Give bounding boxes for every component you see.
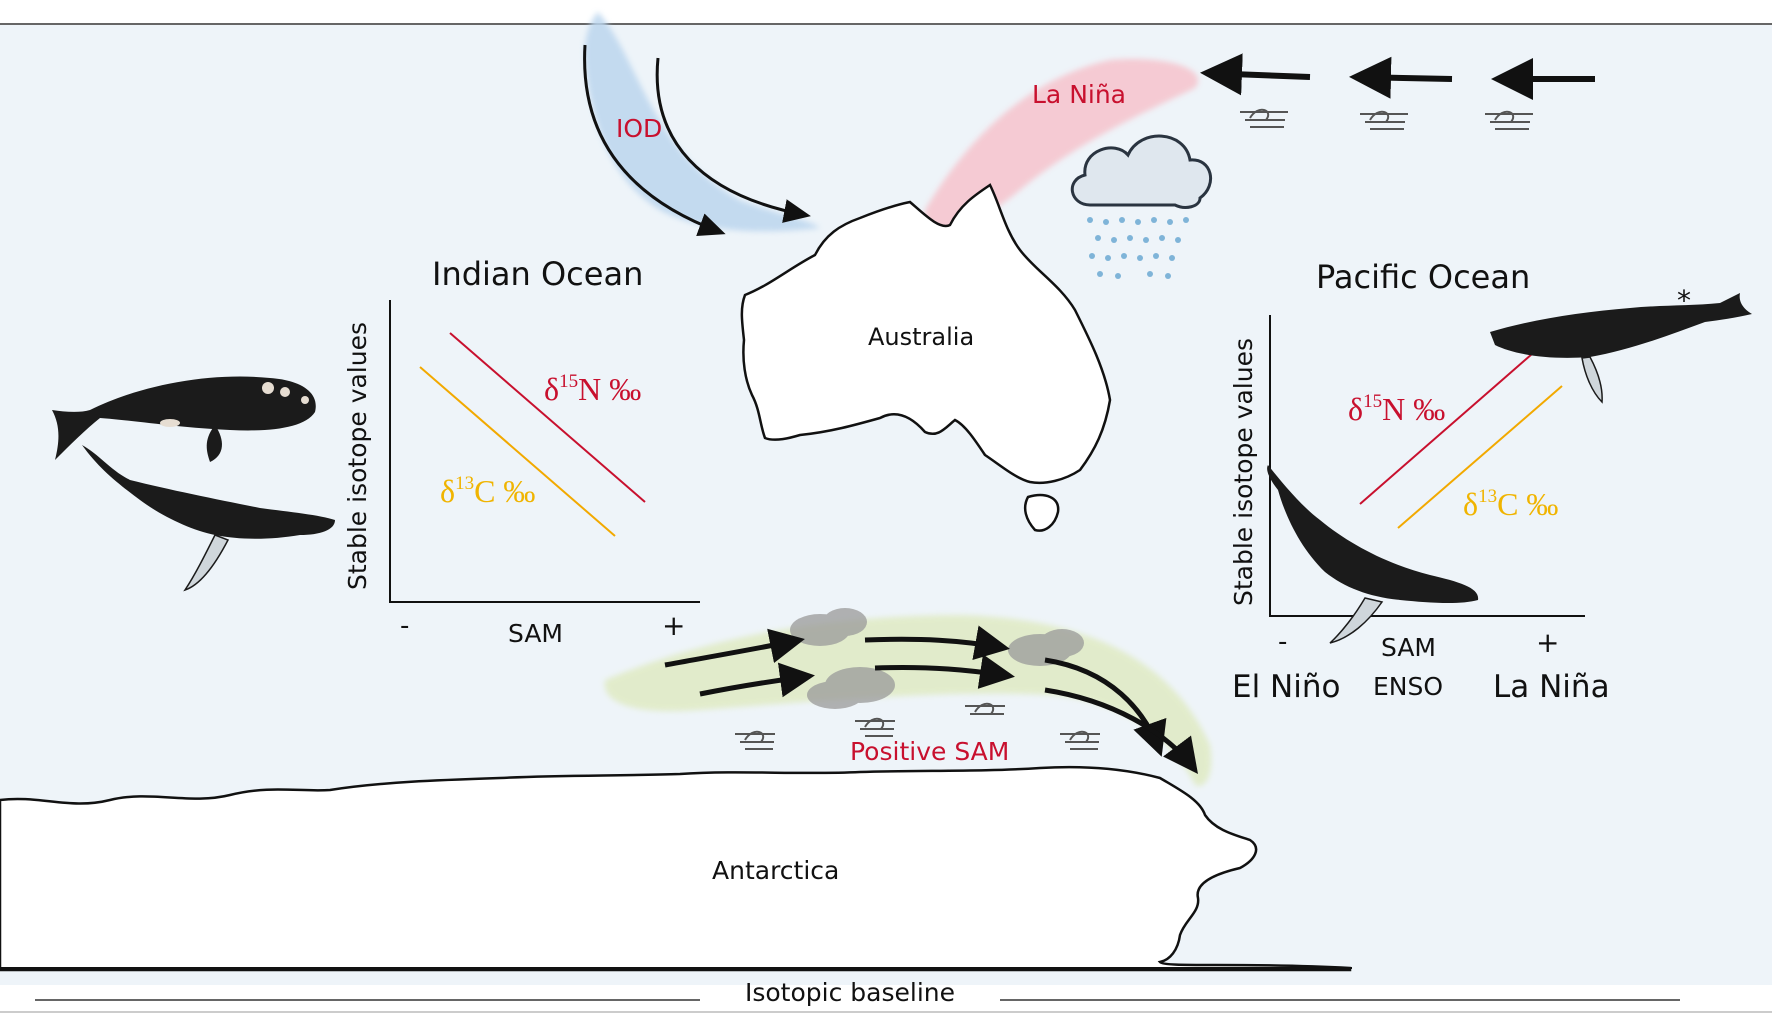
rain-cloud-icon	[1070, 134, 1212, 279]
sam-arrow-2	[864, 625, 1010, 660]
indian-plot-y-label: Stable isotope values	[343, 322, 372, 590]
trade-wind-arrow-1	[1200, 53, 1311, 96]
pacific-plot-sam-label: SAM	[1381, 633, 1436, 662]
el-nino-label: El Niño	[1232, 669, 1340, 705]
wind-icon	[1240, 108, 1533, 130]
la-nina-label: La Niña	[1493, 669, 1610, 705]
wind-icon	[735, 702, 1100, 750]
positive-sam-label: Positive SAM	[850, 737, 1009, 766]
tasmania-landmass	[1023, 493, 1060, 532]
la-nina-top-label: La Niña	[1032, 80, 1126, 109]
indian-n15-line	[449, 332, 646, 503]
sam-arrow-5	[1044, 657, 1167, 757]
pacific-c13-line	[1397, 385, 1563, 529]
pacific-ocean-title: Pacific Ocean	[1316, 258, 1530, 296]
pacific-plot-y-label: Stable isotope values	[1229, 338, 1258, 606]
pacific-n15-label: δ15N ‰	[1348, 391, 1445, 427]
pacific-plot-plus: +	[1536, 626, 1559, 659]
indian-plot-x-label: SAM	[508, 619, 563, 648]
indian-n15-label: δ15N ‰	[544, 371, 641, 407]
pacific-plot-enso-label: ENSO	[1373, 672, 1443, 701]
iod-arrow-inner	[655, 57, 811, 223]
humpback-whale-icon	[82, 445, 335, 592]
iod-band	[584, 12, 820, 232]
trade-wind-arrow-2	[1349, 56, 1453, 99]
humpback-whale-icon	[1267, 465, 1479, 644]
australia-landmass	[740, 183, 1112, 485]
isotopic-baseline-label: Isotopic baseline	[745, 978, 955, 1007]
sam-arrow-6	[1044, 687, 1199, 774]
iod-label: IOD	[616, 114, 662, 143]
pacific-c13-label: δ13C ‰	[1463, 486, 1558, 522]
indian-c13-line	[419, 366, 616, 537]
sam-arrow-3	[699, 662, 815, 698]
antarctica-landmass	[0, 765, 1352, 972]
sam-arrow-4	[874, 654, 1015, 689]
sam-arrow-1	[664, 628, 805, 668]
indian-plot-plus: +	[662, 609, 685, 642]
australia-label: Australia	[868, 323, 974, 351]
storm-cloud-icon	[790, 608, 1084, 709]
indian-ocean-title: Indian Ocean	[432, 255, 643, 293]
right-whale-icon	[52, 376, 316, 462]
pacific-n15-line	[1359, 353, 1533, 505]
antarctica-label: Antarctica	[712, 856, 839, 885]
indian-c13-label: δ13C ‰	[440, 473, 535, 509]
indian-plot-minus: -	[400, 611, 409, 641]
humpback-whale-icon	[1490, 293, 1752, 404]
pacific-plot-minus: -	[1278, 627, 1287, 657]
iod-arrow-outer	[583, 44, 726, 236]
